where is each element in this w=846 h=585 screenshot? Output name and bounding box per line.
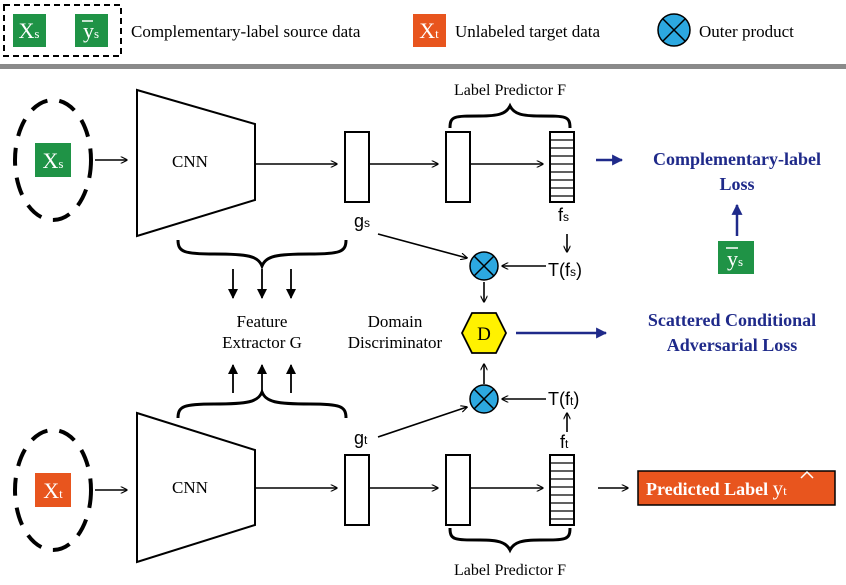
legend-source-y-square <box>75 14 108 47</box>
predictor-bottom-hidden-box <box>445 454 471 526</box>
discriminator-letter: D <box>477 324 491 345</box>
predictor-bottom-brace <box>448 527 572 554</box>
arrow-gs-to-outer-top <box>377 233 467 258</box>
adv-loss-line1: Scattered Conditional <box>648 310 816 330</box>
predicted-hat <box>800 470 814 479</box>
cnn-top-label: CNN <box>172 152 208 171</box>
legend: Xs ys Complementary-label source data Xt… <box>3 4 794 57</box>
discriminator-hexagon <box>460 312 508 354</box>
predicted-label-box <box>637 470 836 506</box>
comp-ys-square <box>718 241 754 274</box>
feature-extractor-bottom-brace <box>176 387 348 419</box>
fs-output-vector <box>549 131 575 203</box>
ft-label: ft <box>560 432 569 452</box>
legend-source-y-text: ys <box>83 18 99 43</box>
adv-loss-line2: Adversarial Loss <box>667 335 798 355</box>
gs-feature-box <box>344 131 370 203</box>
legend-target-x-text: Xt <box>419 18 439 43</box>
legend-outer-product-label: Outer product <box>699 22 794 41</box>
predictor-top-hidden-box <box>445 131 471 203</box>
gs-label: gs <box>354 211 370 231</box>
domain-discriminator-line2: Discriminator <box>348 333 443 352</box>
cnn-top-trapezoid <box>136 88 256 238</box>
predicted-label-text: Predicted Label yt <box>646 476 787 500</box>
comp-loss-line1: Complementary-label <box>653 149 821 169</box>
label-predictor-top-label: Label Predictor F <box>454 82 566 99</box>
gt-label: gt <box>354 428 368 448</box>
source-input-ellipse <box>13 98 93 222</box>
t-fs-label: T(fs) <box>548 260 582 280</box>
ft-output-vector <box>549 454 575 526</box>
arrow-gt-to-outer-bottom <box>377 407 467 438</box>
legend-source-label: Complementary-label source data <box>131 22 361 41</box>
source-input-square <box>35 143 71 177</box>
legend-outer-product-icon <box>657 13 691 47</box>
comp-ys-text: ys <box>727 246 743 271</box>
domain-discriminator-line1: Domain <box>368 312 423 331</box>
feature-extractor-top-brace <box>176 239 348 271</box>
legend-target-label: Unlabeled target data <box>455 22 601 41</box>
outer-product-top-icon <box>469 251 499 281</box>
target-input-square <box>35 473 71 507</box>
label-predictor-bottom-label: Label Predictor F <box>454 562 566 579</box>
cnn-bottom-label: CNN <box>172 478 208 497</box>
outer-product-bottom-icon <box>469 384 499 414</box>
predictor-top-brace <box>448 102 572 129</box>
feature-extractor-line1: Feature <box>237 312 288 331</box>
target-input-ellipse <box>13 428 93 552</box>
legend-target-x-square <box>413 14 446 47</box>
comp-loss-line2: Loss <box>719 174 754 194</box>
legend-dashed-box <box>3 4 122 57</box>
legend-source-x-text: Xs <box>19 18 40 43</box>
source-input-text: Xs <box>43 148 64 173</box>
fs-label: fs <box>558 205 569 225</box>
feature-extractor-line2: Extractor G <box>222 333 302 352</box>
cnn-bottom-trapezoid <box>136 411 256 564</box>
legend-source-x-square <box>13 14 46 47</box>
target-input-text: Xt <box>43 478 63 503</box>
t-ft-label: T(ft) <box>548 389 579 409</box>
divider <box>0 64 846 69</box>
gt-feature-box <box>344 454 370 526</box>
